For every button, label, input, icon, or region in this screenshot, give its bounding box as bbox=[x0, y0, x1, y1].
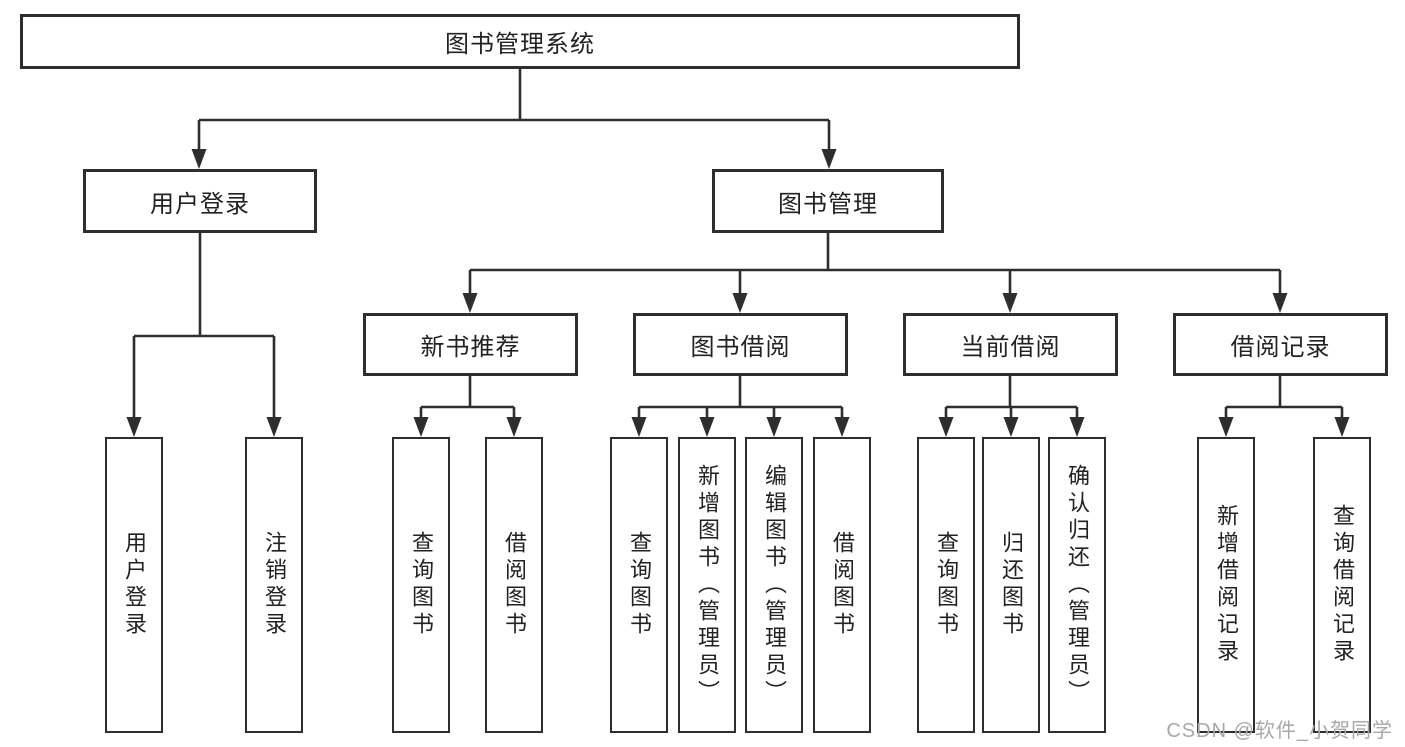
node-borrow-records: 借阅记录 bbox=[1173, 313, 1388, 376]
arrowhead bbox=[126, 417, 142, 437]
leaf-add-borrow-record-label: 新增借阅记录 bbox=[1214, 504, 1239, 666]
node-current-borrow: 当前借阅 bbox=[903, 313, 1118, 376]
arrowhead bbox=[1334, 417, 1350, 437]
node-new-book-recommend-label: 新书推荐 bbox=[420, 334, 521, 361]
arrowhead bbox=[1272, 293, 1288, 313]
leaf-logout: 注销登录 bbox=[245, 437, 303, 733]
arrowhead bbox=[1002, 293, 1018, 313]
node-borrow-records-label: 借阅记录 bbox=[1230, 334, 1331, 361]
leaf-query-books-current-label: 查询图书 bbox=[934, 531, 959, 639]
leaf-borrow-books-label: 借阅图书 bbox=[830, 531, 855, 639]
leaf-query-books-borrow: 查询图书 bbox=[610, 437, 668, 733]
arrowhead bbox=[938, 417, 954, 437]
leaf-confirm-return-admin-label: 确认归还（管理员） bbox=[1065, 463, 1090, 707]
node-root: 图书管理系统 bbox=[20, 14, 1020, 69]
leaf-user-login-label: 用户登录 bbox=[122, 531, 147, 639]
leaf-query-borrow-record-label: 查询借阅记录 bbox=[1330, 504, 1355, 666]
arrowhead bbox=[462, 293, 478, 313]
leaf-query-books-borrow-label: 查询图书 bbox=[627, 531, 652, 639]
watermark-text: CSDN @软件_小贺同学 bbox=[1166, 720, 1393, 742]
node-root-label: 图书管理系统 bbox=[445, 31, 595, 58]
node-user-login-label: 用户登录 bbox=[150, 190, 250, 218]
arrowhead bbox=[266, 417, 282, 437]
leaf-user-login: 用户登录 bbox=[105, 437, 163, 733]
arrowhead bbox=[732, 293, 748, 313]
arrowhead bbox=[821, 149, 837, 169]
arrowhead bbox=[834, 417, 850, 437]
leaf-edit-books-admin-label: 编辑图书（管理员） bbox=[762, 463, 787, 707]
node-current-borrow-label: 当前借阅 bbox=[960, 334, 1061, 361]
arrowhead bbox=[191, 149, 207, 169]
node-user-login: 用户登录 bbox=[83, 169, 317, 233]
arrowhead bbox=[1218, 417, 1234, 437]
node-book-borrow-label: 图书借阅 bbox=[690, 334, 791, 361]
leaf-logout-label: 注销登录 bbox=[262, 531, 287, 639]
leaf-borrow-books-recommend: 借阅图书 bbox=[485, 437, 543, 733]
leaf-edit-books-admin: 编辑图书（管理员） bbox=[745, 437, 803, 733]
leaf-query-books-recommend: 查询图书 bbox=[392, 437, 450, 733]
node-book-borrow: 图书借阅 bbox=[633, 313, 848, 376]
node-book-management: 图书管理 bbox=[712, 169, 944, 233]
arrowhead bbox=[766, 417, 782, 437]
leaf-borrow-books: 借阅图书 bbox=[813, 437, 871, 733]
arrowhead bbox=[631, 417, 647, 437]
leaf-add-books-admin-label: 新增图书（管理员） bbox=[695, 463, 720, 707]
leaf-query-books-recommend-label: 查询图书 bbox=[409, 531, 434, 639]
arrowhead bbox=[1069, 417, 1085, 437]
leaf-add-borrow-record: 新增借阅记录 bbox=[1197, 437, 1255, 733]
leaf-return-books-label: 归还图书 bbox=[999, 531, 1024, 639]
leaf-add-books-admin: 新增图书（管理员） bbox=[678, 437, 736, 733]
arrowhead bbox=[1003, 417, 1019, 437]
node-new-book-recommend: 新书推荐 bbox=[363, 313, 578, 376]
arrowhead bbox=[413, 417, 429, 437]
leaf-return-books: 归还图书 bbox=[982, 437, 1040, 733]
arrowhead bbox=[699, 417, 715, 437]
leaf-query-books-current: 查询图书 bbox=[917, 437, 975, 733]
leaf-borrow-books-recommend-label: 借阅图书 bbox=[502, 531, 527, 639]
leaf-confirm-return-admin: 确认归还（管理员） bbox=[1048, 437, 1106, 733]
arrowhead bbox=[506, 417, 522, 437]
tree-edges bbox=[132, 69, 1344, 419]
node-book-management-label: 图书管理 bbox=[778, 190, 878, 218]
leaf-query-borrow-record: 查询借阅记录 bbox=[1313, 437, 1371, 733]
